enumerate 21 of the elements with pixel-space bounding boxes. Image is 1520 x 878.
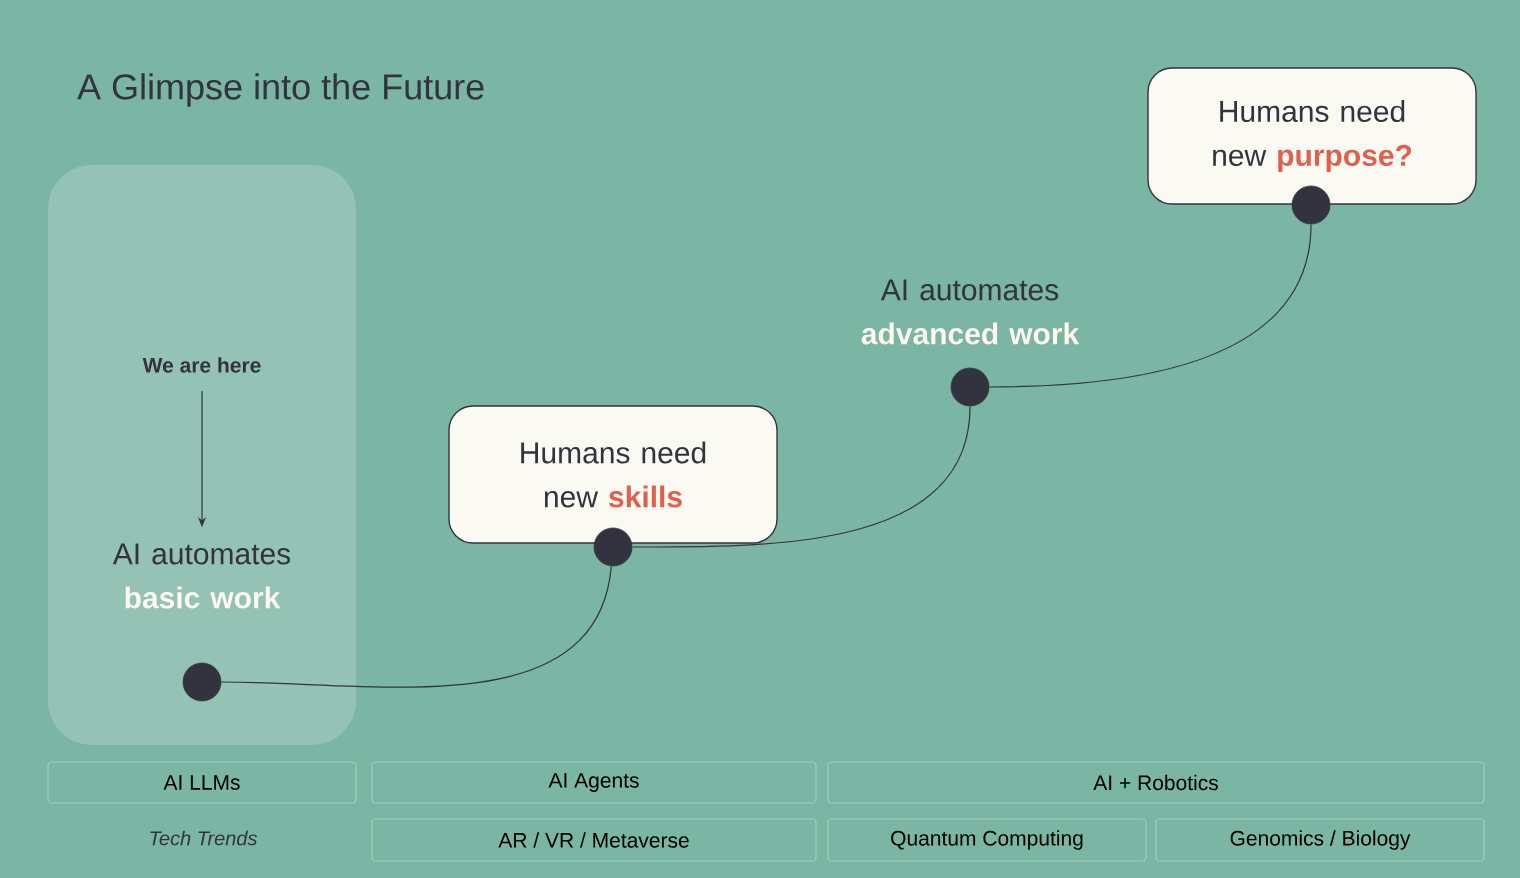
dot — [182, 662, 222, 702]
dot — [950, 367, 990, 407]
row-caption: Tech Trends — [150, 830, 258, 846]
panel-background — [48, 165, 356, 745]
connector-curve — [220, 565, 612, 688]
trend-tag: AR / VR / Metaverse — [371, 818, 817, 862]
dot — [593, 527, 633, 567]
connector-curve — [988, 223, 1312, 388]
trend-tag: AI + Robotics — [827, 761, 1485, 804]
trend-tag: AI LLMs — [47, 761, 357, 804]
dot — [1291, 185, 1331, 225]
text-card: Humans need new skills — [448, 405, 778, 544]
trend-tag: AI Agents — [371, 761, 817, 804]
trend-tag: Genomics / Biology — [1155, 818, 1485, 862]
trend-tag: Quantum Computing — [827, 818, 1147, 862]
connector-curve — [631, 405, 971, 548]
title: A Glimpse into the Future — [77, 73, 484, 107]
stage-text: AI automates basic work — [112, 543, 291, 609]
marker-text: We are here — [142, 357, 261, 373]
text-card: Humans need new purpose? — [1147, 67, 1477, 205]
stage-text: AI automates advanced work — [861, 279, 1080, 345]
